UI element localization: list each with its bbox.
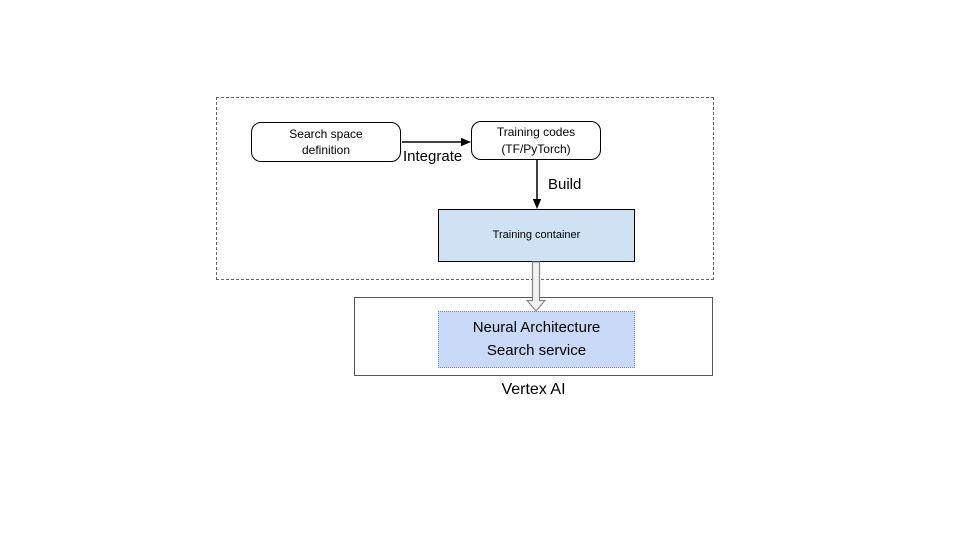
node-nas-service: Neural Architecture Search service: [438, 311, 635, 368]
integrate-edge-label: Integrate: [403, 148, 463, 165]
vertex-ai-label: Vertex AI: [501, 381, 566, 398]
dev-environment-dashed-container: [216, 97, 714, 280]
training-container-label: Training container: [492, 229, 581, 242]
nas-service-label: Neural Architecture Search service: [472, 319, 601, 359]
node-training-codes: Training codes (TF/PyTorch): [471, 121, 601, 160]
build-edge-label: Build: [548, 176, 582, 193]
search-space-definition-label: Search space definition: [289, 126, 363, 157]
node-training-container: Training container: [438, 209, 635, 262]
training-codes-label: Training codes (TF/PyTorch): [496, 125, 576, 156]
node-search-space-definition: Search space definition: [251, 122, 401, 162]
